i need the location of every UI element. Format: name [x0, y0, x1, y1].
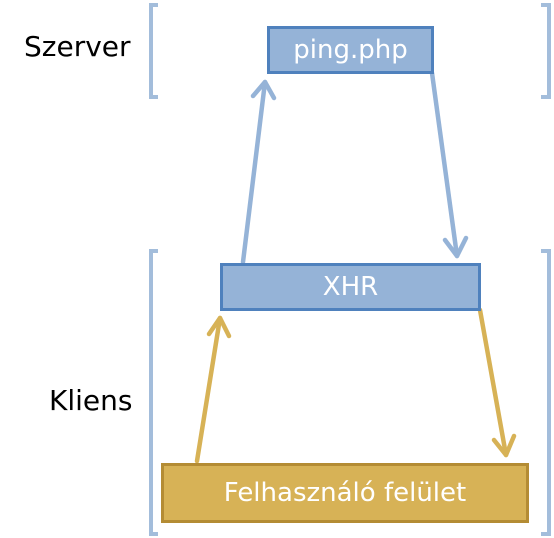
- client-bracket-left: [149, 249, 158, 536]
- server-node-ping-php: ping.php: [267, 26, 434, 74]
- arrow-server-to-xhr: [429, 70, 469, 259]
- server-tier-label: Szerver: [24, 30, 131, 63]
- server-bracket-left: [149, 3, 158, 99]
- server-bracket-right: [541, 3, 551, 99]
- ui-node: Felhasználó felület: [161, 463, 529, 523]
- arrow-xhr-to-server: [240, 79, 277, 265]
- arrow-ui-to-xhr: [194, 315, 232, 464]
- ui-node-label: Felhasználó felület: [223, 478, 467, 508]
- xhr-node: XHR: [220, 263, 481, 311]
- arrow-xhr-to-ui: [477, 307, 517, 458]
- client-bracket-right: [541, 249, 551, 536]
- xhr-node-label: XHR: [322, 272, 379, 302]
- server-node-label: ping.php: [293, 35, 408, 65]
- client-tier-label: Kliens: [49, 384, 133, 417]
